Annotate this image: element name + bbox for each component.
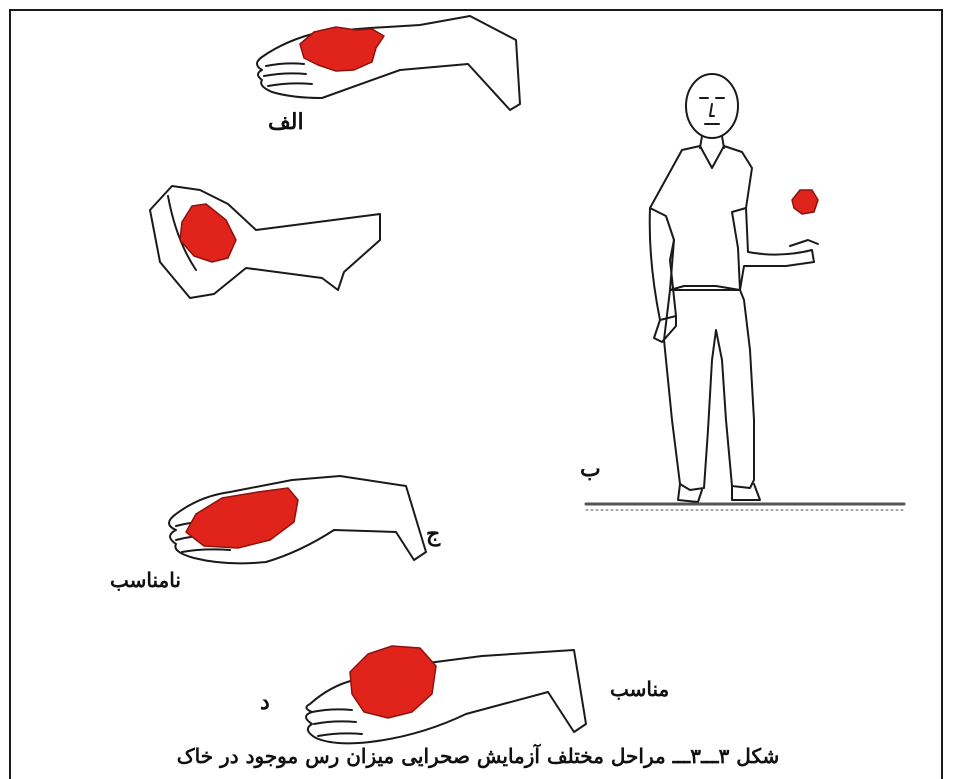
label-be: ب <box>580 456 601 482</box>
soil-lump-alef <box>300 27 384 71</box>
figure-caption: شکل ۳ـــ۳ـــ مراحل مختلف آزمایش صحرایی م… <box>0 744 956 768</box>
hand-alef <box>257 16 520 110</box>
soil-ball-tossed <box>792 190 818 214</box>
label-dal: د <box>260 689 270 715</box>
person-tossing-soil <box>650 74 818 502</box>
label-jim: ج <box>426 521 440 547</box>
ground-line <box>586 504 904 510</box>
soil-lump-dal <box>350 646 436 718</box>
soil-ball-palm <box>180 204 236 262</box>
hand-dal <box>306 650 586 743</box>
label-unsuitable: نامناسب <box>110 568 181 592</box>
soil-ribbon-jim <box>186 488 298 548</box>
label-alef: الف <box>268 109 304 135</box>
label-suitable: مناسب <box>610 677 669 701</box>
